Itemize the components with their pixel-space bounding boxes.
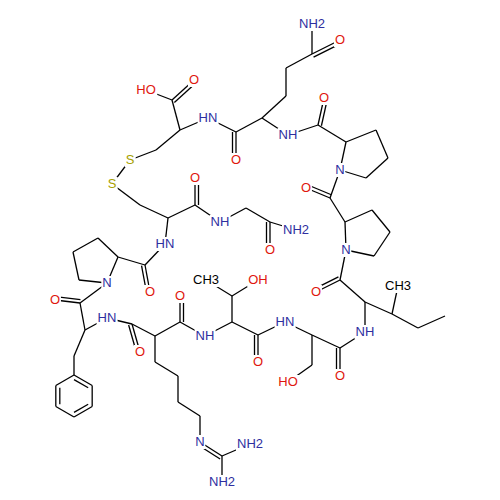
atom-label: O [188, 73, 200, 87]
atom-label: S [125, 153, 136, 167]
bond-line [418, 316, 445, 328]
bond-line [366, 158, 388, 178]
atom-label: NH2 [236, 437, 264, 451]
bond-line [285, 68, 286, 96]
bond-line [236, 118, 262, 132]
atom-label: NH [195, 329, 216, 343]
atom-label: CH3 [192, 273, 220, 287]
atom-label: O [174, 289, 186, 303]
atom-label: HN [155, 237, 176, 251]
atom-label: OH [247, 273, 269, 287]
atom-label: HO [135, 83, 157, 97]
bond-line [118, 257, 145, 265]
bond-line [73, 238, 98, 252]
bond-line [177, 376, 178, 402]
atom-label: NH [278, 128, 299, 142]
atom-label: NH2 [208, 475, 236, 489]
bond-line [98, 238, 118, 257]
bond-line [346, 130, 376, 142]
atom-label: NH2 [298, 17, 326, 31]
bond-line [312, 335, 340, 348]
atom-label: O [334, 33, 346, 47]
atom-label: N [334, 163, 345, 177]
atom-label: O [189, 171, 201, 185]
bond-line [155, 362, 178, 376]
bond-line [231, 296, 232, 322]
bond-line [376, 130, 388, 158]
bond-line [59, 388, 60, 404]
bond-line [374, 232, 390, 256]
bond-line [262, 96, 286, 118]
atom-label: O [230, 153, 242, 167]
atom-label: O [334, 369, 346, 383]
atom-label: CH3 [384, 279, 412, 293]
bond-line [56, 407, 74, 418]
bond-line [345, 210, 372, 222]
bond-line [74, 375, 92, 386]
bond-line [318, 125, 346, 142]
bond-line [74, 380, 88, 388]
bond-line [286, 54, 312, 68]
atom-label: HN [198, 111, 219, 125]
bond-line [80, 303, 85, 330]
bond-line [178, 402, 200, 416]
bond-line [330, 198, 345, 222]
atom-label: NH [210, 215, 231, 229]
bond-line [74, 330, 85, 356]
bond-line [372, 210, 390, 232]
atom-label: O [144, 285, 156, 299]
bond-line [392, 314, 418, 328]
atom-label: N [194, 435, 205, 449]
atom-label: HO [277, 375, 299, 389]
atom-label: N [340, 243, 351, 257]
bond-line [92, 386, 93, 407]
atom-label: O [49, 293, 61, 307]
atom-label: O [310, 285, 322, 299]
bond-line [155, 322, 180, 336]
atom-label: S [107, 177, 118, 191]
atom-label: O [252, 355, 264, 369]
bond-line [340, 280, 365, 302]
atom-label: N [101, 276, 112, 290]
atom-label: O [264, 243, 276, 257]
bond-line [56, 375, 74, 386]
bond-line [168, 205, 195, 218]
bond-line [156, 130, 180, 150]
atom-label: O [300, 181, 312, 195]
bond-line [55, 386, 56, 407]
bond-line [246, 208, 270, 222]
bond-line [73, 252, 79, 280]
bond-line [74, 407, 92, 418]
bond-line [232, 322, 258, 335]
bond-line [365, 302, 392, 314]
bond-line [73, 356, 74, 375]
bond-line [140, 205, 168, 218]
atom-label: HN [275, 315, 296, 329]
atom-label: NH [355, 325, 376, 339]
atom-label: O [318, 91, 330, 105]
atom-label: O [134, 345, 146, 359]
bond-line [172, 100, 180, 130]
atom-label: HN [97, 311, 118, 325]
bond-line [154, 336, 155, 362]
bond-line [311, 335, 312, 365]
bond-line [74, 404, 88, 412]
atom-label: NH2 [282, 223, 310, 237]
